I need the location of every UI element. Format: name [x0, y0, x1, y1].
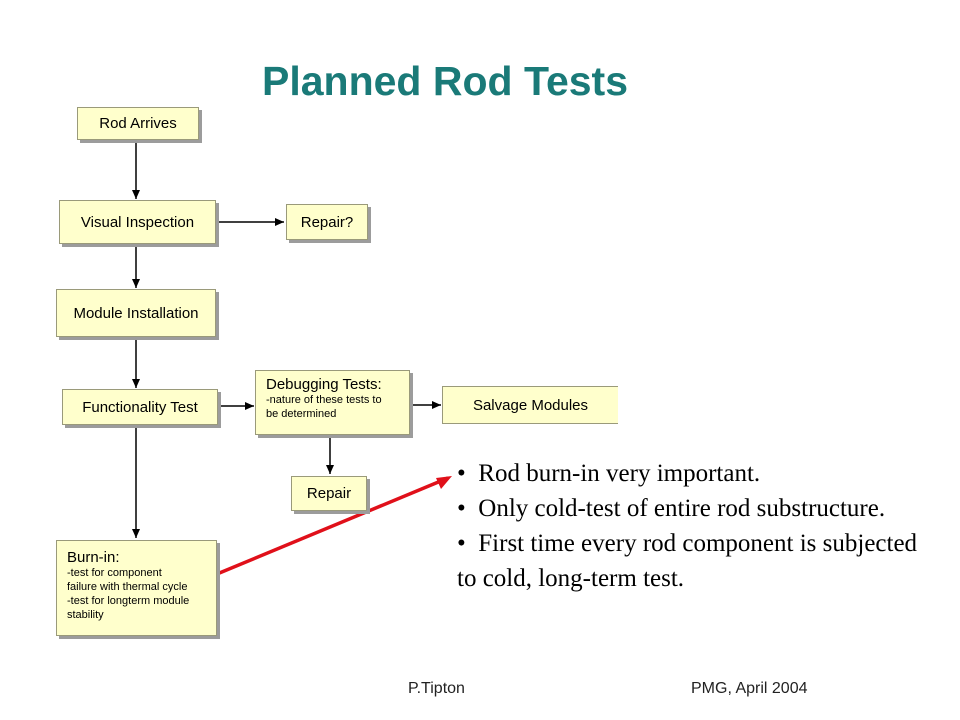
repair-question-box: Repair? — [286, 204, 368, 240]
debugging-tests-title: Debugging Tests: — [266, 376, 382, 393]
repair-question-label: Repair? — [300, 213, 354, 231]
callout-line — [216, 476, 449, 576]
burn-in-note-3: -test for longterm module — [67, 595, 190, 607]
salvage-modules-box: Salvage Modules — [442, 386, 618, 424]
functionality-test-label: Functionality Test — [82, 398, 198, 416]
debugging-tests-note-2: be determined — [266, 408, 337, 420]
debugging-tests-box: Debugging Tests: -nature of these tests … — [255, 370, 410, 435]
module-installation-label: Module Installation — [73, 304, 199, 322]
salvage-modules-label: Salvage Modules — [472, 396, 589, 414]
rod-arrives-box: Rod Arrives — [77, 107, 199, 140]
footer-author: P.Tipton — [408, 680, 465, 697]
repair-label: Repair — [306, 485, 352, 502]
rod-arrives-label: Rod Arrives — [99, 115, 177, 132]
burn-in-title: Burn-in: — [67, 549, 120, 566]
slide-title: Planned Rod Tests — [261, 58, 629, 104]
burn-in-note-2: failure with thermal cycle — [67, 581, 188, 593]
visual-inspection-label: Visual Inspection — [80, 213, 195, 231]
burn-in-note-4: stability — [67, 609, 104, 621]
callout-arrowhead — [436, 476, 452, 489]
burn-in-note-1: -test for component — [67, 567, 162, 579]
module-installation-box: Module Installation — [56, 289, 216, 337]
bullet-item: • First time every rod component is subj… — [457, 530, 918, 592]
burn-in-box: Burn-in: -test for component failure wit… — [56, 540, 217, 636]
bullet-item: • Only cold-test of entire rod substruct… — [457, 495, 886, 522]
visual-inspection-box: Visual Inspection — [59, 200, 216, 244]
bullet-item: • Rod burn-in very important. — [457, 460, 761, 487]
repair-box: Repair — [291, 476, 367, 511]
footer-event: PMG, April 2004 — [691, 680, 808, 697]
debugging-tests-note-1: -nature of these tests to — [266, 394, 382, 406]
functionality-test-box: Functionality Test — [62, 389, 218, 425]
bullet-list: • Rod burn-in very important. • Only col… — [457, 456, 927, 596]
